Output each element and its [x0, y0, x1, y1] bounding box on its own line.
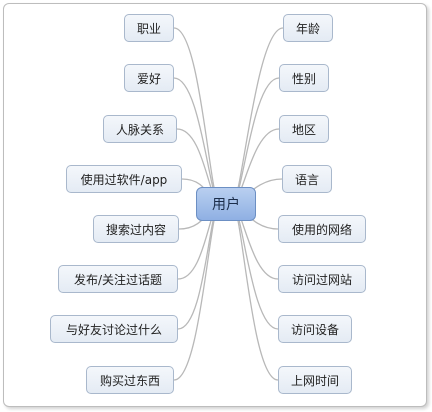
right-node-visited-sites[interactable]: 访问过网站 [278, 265, 366, 293]
left-node-software-used[interactable]: 使用过软件/app [66, 165, 182, 193]
connector-line [233, 203, 279, 381]
node-label: 上网时间 [290, 373, 339, 388]
left-node-hobby[interactable]: 爱好 [124, 64, 174, 92]
node-label: 发布/关注过话题 [73, 272, 163, 287]
right-node-gender[interactable]: 性别 [279, 64, 329, 92]
center-node-user[interactable]: 用户 [196, 187, 256, 221]
left-node-topics[interactable]: 发布/关注过话题 [58, 265, 178, 293]
left-node-friend-discussions[interactable]: 与好友讨论过什么 [50, 315, 178, 343]
node-label: 使用的网络 [291, 222, 352, 237]
right-node-network[interactable]: 使用的网络 [278, 215, 366, 243]
left-node-searched-content[interactable]: 搜索过内容 [93, 215, 179, 243]
node-label: 使用过软件/app [80, 172, 168, 187]
connector-line [233, 77, 280, 205]
node-label: 搜索过内容 [105, 222, 166, 237]
center-label: 用户 [212, 197, 240, 213]
node-label: 访问设备 [290, 322, 339, 337]
node-label: 爱好 [136, 71, 161, 86]
right-node-age[interactable]: 年龄 [283, 14, 333, 42]
node-label: 与好友讨论过什么 [65, 322, 162, 337]
node-label: 年龄 [295, 21, 320, 36]
left-node-occupation[interactable]: 职业 [124, 14, 174, 42]
node-label: 人脉关系 [115, 122, 164, 137]
right-node-online-time[interactable]: 上网时间 [278, 366, 352, 394]
right-node-region[interactable]: 地区 [279, 115, 329, 143]
right-node-language[interactable]: 语言 [282, 165, 332, 193]
left-node-purchases[interactable]: 购买过东西 [86, 366, 174, 394]
node-label: 职业 [136, 21, 161, 36]
left-node-social-relations[interactable]: 人脉关系 [103, 115, 177, 143]
node-label: 访问过网站 [291, 272, 352, 287]
node-label: 语言 [294, 172, 319, 187]
node-label: 地区 [291, 122, 316, 137]
node-label: 购买过东西 [99, 373, 160, 388]
node-label: 性别 [291, 71, 316, 86]
right-node-devices[interactable]: 访问设备 [278, 315, 352, 343]
